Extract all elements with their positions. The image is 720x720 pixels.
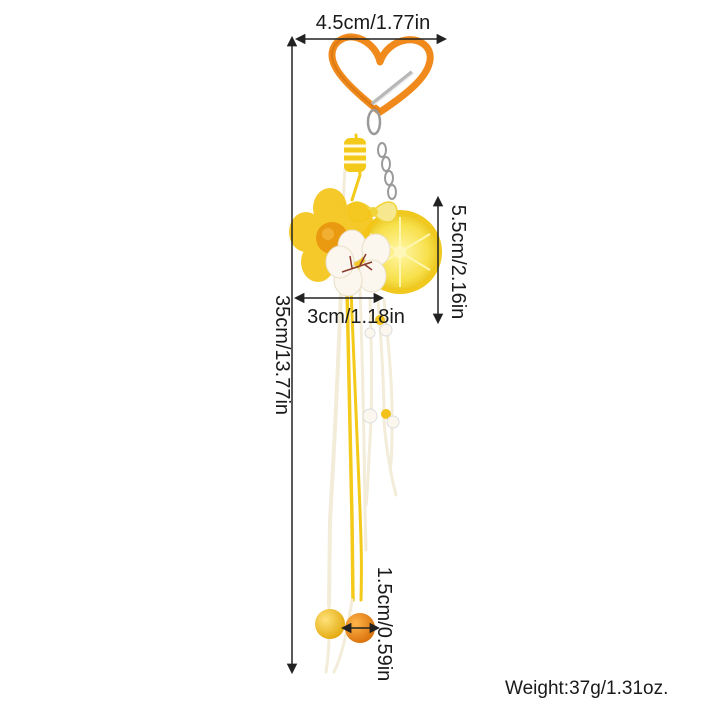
lemon-height-label: 5.5cm/2.16in — [447, 205, 469, 320]
heart-carabiner — [328, 33, 434, 116]
dimension-bead-diameter: 1.5cm/0.59in — [340, 567, 395, 682]
dimension-total-length: 35cm/13.77in — [271, 35, 298, 675]
dimension-lemon-height: 5.5cm/2.16in — [432, 195, 469, 325]
bead-diameter-label: 1.5cm/0.59in — [373, 567, 395, 682]
striped-wrap — [344, 138, 366, 172]
weight-label: Weight:37g/1.31oz. — [505, 678, 669, 699]
white-flower-charm — [325, 229, 391, 297]
keychain-illustration — [289, 33, 442, 674]
total-length-label: 35cm/13.77in — [271, 295, 293, 415]
dimension-heart-width: 4.5cm/1.77in — [294, 12, 448, 45]
heart-width-label: 4.5cm/1.77in — [316, 12, 431, 34]
dimension-flower-width: 3cm/1.18in — [293, 292, 405, 328]
small-beads — [362, 315, 400, 429]
split-ring-chain — [366, 108, 397, 200]
flower-width-label: 3cm/1.18in — [307, 306, 405, 328]
